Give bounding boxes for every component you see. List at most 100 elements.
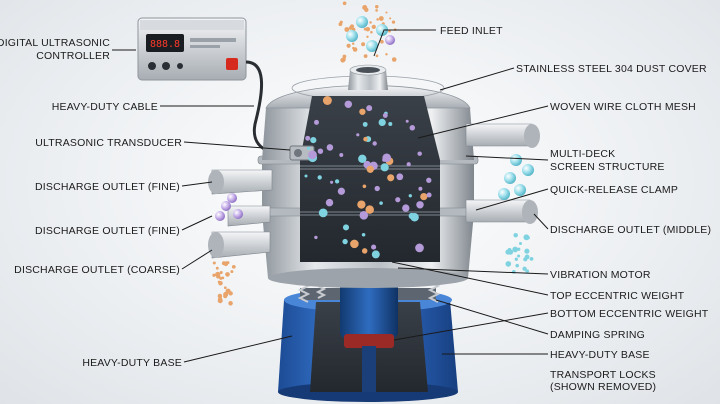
screen-particle [314,235,318,240]
label-transport-locks-2: (SHOWN REMOVED) [550,381,656,393]
outlet-particle [215,266,219,270]
outlet-bubble [233,209,243,219]
feed-particle [389,17,392,20]
outlet-particle [212,261,216,265]
outlet-bubble [498,188,510,200]
outlet-particle [511,270,516,274]
outlet-particle [230,270,234,274]
screen-particle [388,121,393,127]
feed-particle [349,24,355,29]
feed-particle [342,1,347,6]
screen-particle [374,185,380,192]
screen-particle [366,105,373,112]
screen-particle [406,162,411,167]
label-heavy-duty-cable: HEAVY-DUTY CABLE [52,101,158,113]
screen-particle [334,179,340,184]
outlet-particle [221,276,225,280]
outlet-particle [517,254,521,258]
screen-particle [356,133,360,137]
outlet-bubble [522,164,534,176]
outlet-particle [231,264,236,269]
label-discharge-outlet-fine-1: DISCHARGE OUTLET (FINE) [35,181,180,193]
feed-particle [385,53,388,56]
outlet-particle [522,266,527,271]
label-heavy-duty-base-right: HEAVY-DUTY BASE [550,349,650,361]
label-dust-cover: STAINLESS STEEL 304 DUST COVER [516,63,707,75]
screen-particle [325,198,334,207]
feed-particle [361,42,366,47]
outlet-particle [219,270,223,275]
feed-particle [338,22,343,27]
screen-particle [426,192,432,198]
outlet-bubble [514,184,526,196]
screen-particle [339,153,344,157]
screen-particle [306,146,311,150]
screen-particle [361,248,368,254]
outlet-particle [529,257,534,261]
outlet-particle [512,246,519,253]
screen-particle [365,205,374,214]
bottom-eccentric-weight [344,334,394,348]
label-multi-deck: MULTI-DECK [550,148,615,160]
outlet-particle [513,232,518,238]
screen-particle [402,204,410,212]
feed-particle [344,27,350,32]
leader-lines [112,29,549,363]
screen-particle [337,187,346,195]
label-heavy-duty-base-left: HEAVY-DUTY BASE [82,357,182,369]
outlet-bubble [227,193,237,203]
screen-particle [410,212,419,222]
outlet-particle [217,293,223,299]
outlet-particle [216,274,221,279]
screen-particle [409,125,416,131]
feed-particle [370,30,373,34]
feed-bubble [356,16,368,28]
feed-particle [371,24,376,30]
controller-display [146,34,184,52]
outlet-particle [514,257,518,261]
label-bottom-eccentric-weight: BOTTOM ECCENTRIC WEIGHT [550,308,709,320]
screen-particle [330,180,334,184]
feed-inlet [348,64,388,90]
outlet-particle [523,257,528,262]
screen-particle [342,224,350,231]
discharge-outlet-coarse [208,231,271,259]
outlet-particle [223,261,229,267]
feed-particle [378,16,384,21]
outlet-particle [526,236,530,240]
screen-particle [359,108,366,115]
screen-particle [304,174,308,178]
label-damping-spring: DAMPING SPRING [550,329,645,341]
screen-particle [380,163,389,172]
label-quick-release-clamp: QUICK-RELEASE CLAMP [550,184,678,196]
outlet-bubble [215,211,225,221]
screen-particle [420,192,428,201]
feed-particle [351,42,355,45]
outlet-particle [223,286,227,290]
ultrasonic-controller: 888.8 [137,17,247,81]
label-feed-inlet: FEED INLET [440,25,503,37]
feed-particle [380,39,384,44]
outlet-particle [212,273,216,277]
feed-particle [366,35,369,38]
feed-particle [391,57,397,62]
outlet-particle [217,298,223,304]
controller-display-value: 888.8 [150,39,180,50]
screen-particle [396,173,404,181]
screen-particle [317,148,324,154]
label-discharge-outlet-coarse: DISCHARGE OUTLET (COARSE) [14,264,180,276]
screen-particle [322,96,332,105]
outlet-particle [505,261,512,267]
feed-particle [363,54,368,58]
feed-particle [375,54,379,58]
label-discharge-outlet-fine-2: DISCHARGE OUTLET (FINE) [35,225,180,237]
feed-bubble [366,40,378,52]
screen-particle [372,141,377,146]
screen-particle [308,150,317,160]
screen-particle [358,154,367,164]
label-transport-locks: TRANSPORT LOCKS [550,369,656,381]
outlet-particle [517,247,521,251]
feed-particle [342,54,347,59]
screen-body [257,64,479,288]
